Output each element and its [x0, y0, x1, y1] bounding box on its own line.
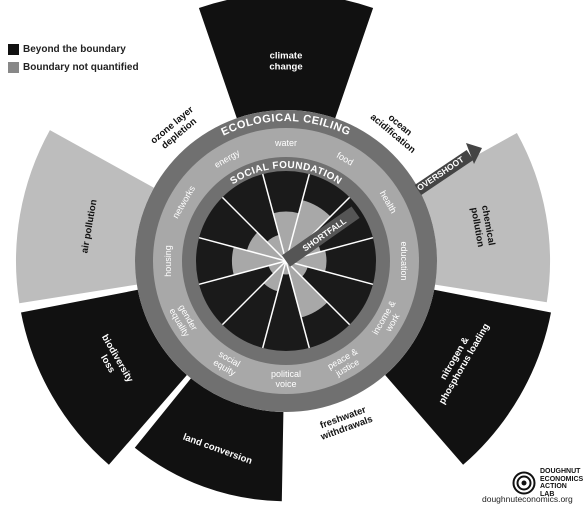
ecological-label: freshwaterwithdrawals [315, 403, 375, 443]
overshoot-wedge [134, 378, 284, 502]
logo-line: ECONOMICS [540, 475, 584, 483]
overshoot-wedge [198, 0, 374, 119]
website-link[interactable]: doughnuteconomics.org [482, 494, 573, 504]
logo-text: DOUGHNUT ECONOMICS ACTION LAB [540, 468, 583, 498]
overshoot-wedge [15, 130, 154, 304]
shortfall-wedge [273, 211, 299, 261]
overshoot-wedge [385, 289, 551, 465]
shortfall-wedge [266, 234, 286, 261]
shortfall-wedge [263, 261, 286, 292]
social-divider [261, 260, 287, 349]
shortfall-wedge [246, 232, 286, 261]
logo-line: LAB [540, 490, 555, 498]
social-divider [285, 260, 374, 286]
shortfall-wedge [231, 247, 286, 275]
social-label: housing [163, 245, 173, 277]
legend-label-beyond: Beyond the boundary [23, 43, 126, 55]
legend-label-unquantified: Boundary not quantified [23, 61, 139, 73]
social-label: water [274, 138, 297, 148]
social-divider [198, 236, 287, 262]
social-divider [285, 260, 351, 326]
logo-line: DOUGHNUT [540, 468, 581, 475]
legend-swatch-beyond [8, 43, 19, 55]
social-divider [285, 260, 311, 349]
legend-item-beyond: Beyond the boundary [8, 40, 139, 58]
social-divider [198, 260, 287, 286]
logo-line: ACTION [540, 483, 567, 490]
social-divider [261, 173, 287, 262]
shortfall-wedge [282, 261, 290, 275]
legend: Beyond the boundary Boundary not quantif… [8, 40, 139, 76]
overshoot-arrow-head [466, 143, 482, 164]
ecological-overshoot-wedges [15, 0, 551, 502]
overshoot-arrow-shaft [414, 150, 474, 195]
overshoot-wedge [418, 133, 551, 303]
doughnut-logo-icon [512, 471, 536, 495]
del-logo: DOUGHNUT ECONOMICS ACTION LAB [512, 468, 583, 498]
shortfall-wedge [286, 261, 328, 318]
overshoot-wedge [21, 289, 187, 465]
shortfall-wedge [268, 261, 286, 274]
social-divider [285, 173, 311, 262]
legend-swatch-unquantified [8, 61, 19, 73]
social-divider [221, 260, 287, 326]
social-divider [221, 196, 287, 262]
legend-item-unquantified: Boundary not quantified [8, 58, 139, 76]
shortfall-wedge [286, 250, 327, 272]
shortfall-arrow-shaft [281, 206, 360, 267]
social-label: education [399, 241, 409, 280]
